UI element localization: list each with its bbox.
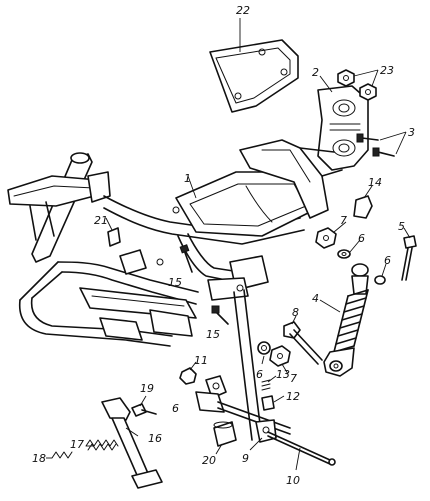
label-6-right: 6 xyxy=(384,254,391,267)
label-15-upper: 15 xyxy=(168,276,182,289)
label-10: 10 xyxy=(286,474,300,487)
shock-upper-hardware xyxy=(315,221,387,285)
rear-mounting-plate xyxy=(209,18,299,113)
rubber-bushing xyxy=(353,185,373,219)
pivot-sleeve xyxy=(213,421,237,455)
frame-tag xyxy=(105,217,121,247)
stand-spring xyxy=(85,439,119,451)
label-17: 17 xyxy=(70,438,84,451)
label-3: 3 xyxy=(408,126,415,139)
spring-pin-parts xyxy=(261,375,285,411)
label-9: 9 xyxy=(242,452,249,465)
spring-hook xyxy=(46,451,73,459)
label-22: 22 xyxy=(236,4,250,17)
shock-mount-bolt xyxy=(401,227,417,281)
label-8: 8 xyxy=(292,306,299,319)
stand-pivot-assembly xyxy=(195,289,291,451)
label-1: 1 xyxy=(184,172,191,185)
pivot-rod xyxy=(267,431,336,471)
label-21: 21 xyxy=(94,214,108,227)
shock-lower-bolt xyxy=(283,315,323,365)
label-11: 11 xyxy=(194,354,208,367)
label-16: 16 xyxy=(148,432,162,445)
engine-hanger-bracket xyxy=(317,75,369,171)
pivot-nut xyxy=(179,361,197,385)
label-20: 20 xyxy=(202,454,216,467)
label-6-upper: 6 xyxy=(358,232,365,245)
main-frame xyxy=(18,139,343,347)
hanger-nuts xyxy=(337,69,379,101)
label-6-lower: 6 xyxy=(256,368,263,381)
label-18: 18 xyxy=(32,452,46,465)
rear-shock-absorber xyxy=(319,263,369,377)
label-5: 5 xyxy=(398,220,405,233)
label-15-lower: 15 xyxy=(206,328,220,341)
shock-lower-hardware xyxy=(257,341,291,375)
part-labels: 22 2 23 3 1 14 21 7 5 6 6 15 4 8 15 11 6… xyxy=(32,4,415,487)
stand-bolt xyxy=(131,395,157,417)
label-2: 2 xyxy=(312,66,319,79)
head-tube-assembly xyxy=(7,152,111,263)
label-23: 23 xyxy=(380,64,394,77)
hanger-bolts xyxy=(356,131,407,157)
label-7-lower: 7 xyxy=(290,372,297,385)
label-19: 19 xyxy=(140,382,154,395)
label-14: 14 xyxy=(368,176,382,189)
label-7-upper: 7 xyxy=(340,214,347,227)
label-6-left: 6 xyxy=(172,402,179,415)
frame-bolts xyxy=(179,244,229,325)
label-12: 12 xyxy=(286,390,300,403)
label-4: 4 xyxy=(312,292,319,305)
side-stand xyxy=(101,397,163,489)
label-13: 13 xyxy=(276,368,290,381)
